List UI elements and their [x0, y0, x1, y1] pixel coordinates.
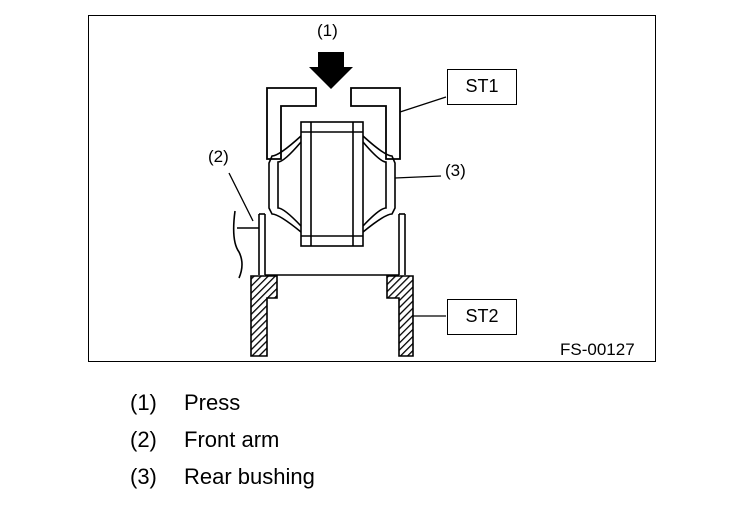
- leader-lines: [228, 96, 447, 317]
- legend-item: (1) Press: [130, 390, 315, 427]
- st2-label-box: ST2: [447, 299, 517, 335]
- callout-rear-bushing: (3): [445, 161, 466, 180]
- legend: (1) Press (2) Front arm (3) Rear bushing: [130, 390, 315, 501]
- st2-label: ST2: [465, 306, 499, 326]
- press-arrow-icon: [309, 52, 353, 89]
- legend-number: (3): [130, 464, 157, 489]
- figure-id: FS-00127: [560, 340, 635, 359]
- diagram-frame: (1) (2) (3) ST1 ST2 FS-00127: [88, 15, 656, 362]
- st2-tool: [250, 275, 414, 357]
- legend-item: (3) Rear bushing: [130, 464, 315, 501]
- legend-number: (2): [130, 427, 157, 452]
- front-arm-drawing: [232, 210, 406, 279]
- legend-label: Front arm: [184, 427, 280, 452]
- callout-front-arm: (2): [208, 147, 229, 166]
- st1-tool-left: [266, 87, 317, 160]
- st1-tool-right: [350, 87, 401, 160]
- legend-label: Press: [184, 390, 241, 415]
- st1-label-box: ST1: [447, 69, 517, 105]
- legend-number: (1): [130, 390, 157, 415]
- press-fit-drawing: [228, 52, 447, 357]
- st1-label: ST1: [465, 76, 499, 96]
- legend-item: (2) Front arm: [130, 427, 315, 464]
- callout-press: (1): [317, 21, 338, 40]
- legend-label: Rear bushing: [184, 464, 315, 489]
- rear-bushing-drawing: [268, 121, 396, 247]
